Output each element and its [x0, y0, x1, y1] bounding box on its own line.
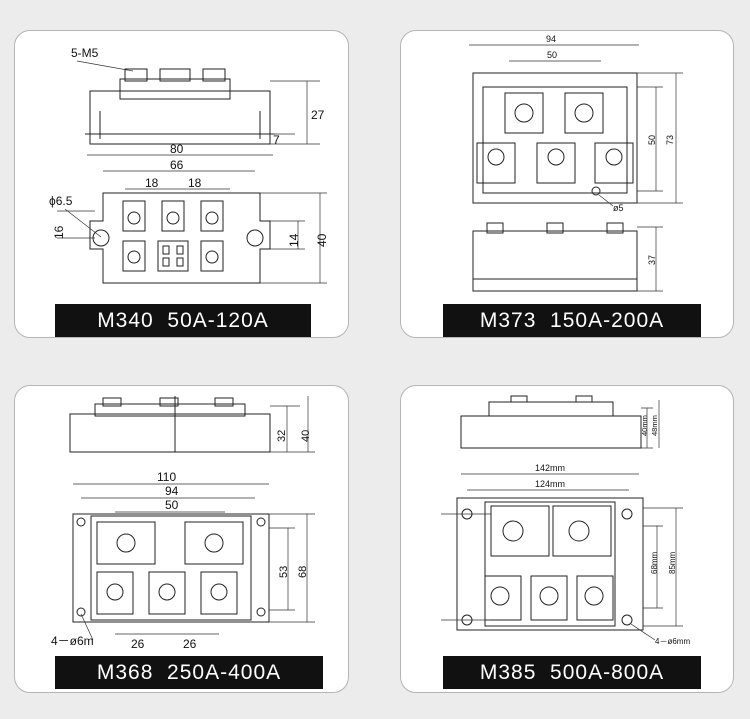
top-view-m368 — [72, 513, 270, 623]
model-label-m373: M373 150A-200A — [443, 304, 701, 337]
panel-m373: 94 50 50 73 ø5 37 M373 150A-200A — [400, 30, 734, 338]
panel-m385: 40mm 48mm 142mm 124mm 68mm 85mm 4－ø6mm M… — [400, 385, 734, 693]
label-h-outer: 40 — [315, 233, 329, 247]
label-pitch-b: 18 — [188, 176, 202, 190]
label-pitch-a: 26 — [131, 637, 145, 651]
label-w-total: 142mm — [535, 463, 565, 473]
model-label-m385: M385 500A-800A — [443, 656, 701, 689]
label-h-outer: 68 — [297, 566, 309, 578]
label-hole: ϕ6.5 — [49, 194, 73, 208]
label-w-holes: 124mm — [535, 479, 565, 489]
label-h-inner: 14 — [287, 233, 301, 247]
side-view-m385 — [460, 395, 642, 449]
top-view-m373 — [472, 72, 638, 204]
label-holes: 4－ø6m — [51, 634, 94, 648]
label-pitch-a: 18 — [145, 176, 159, 190]
label-w-inner: 50 — [547, 50, 557, 60]
label-screw: 5-M5 — [71, 46, 99, 60]
label-height: 37 — [647, 255, 657, 265]
label-h-body: 32 — [276, 430, 288, 442]
panel-m340: 5-M5 27 7 80 66 18 18 ϕ6.5 — [14, 30, 349, 338]
label-holes: 4－ø6mm — [655, 637, 690, 646]
label-w-holes: 66 — [170, 158, 184, 172]
label-offset: 16 — [52, 225, 66, 239]
label-h-base: 7 — [273, 133, 280, 147]
label-pitch-b: 26 — [183, 637, 197, 651]
drawing-m385: 40mm 48mm 142mm 124mm 68mm 85mm 4－ø6mm — [441, 395, 690, 646]
label-w-holes: 94 — [165, 484, 179, 498]
label-h-inner: 68mm — [650, 551, 659, 574]
label-h-total: 40 — [300, 430, 312, 442]
model-label-m340: M340 50A-120A — [55, 304, 311, 337]
label-h-outer: 85mm — [668, 551, 677, 574]
label-w-total: 94 — [546, 34, 556, 44]
side-view-m368 — [69, 396, 271, 453]
drawing-m368: 32 40 110 94 50 53 68 4－ø6m 26 26 — [51, 396, 315, 651]
label-h-inner: 53 — [278, 566, 290, 578]
label-h-total: 48mm — [650, 415, 659, 436]
label-w-total: 110 — [157, 470, 176, 484]
side-view-m340: 5-M5 27 7 — [71, 46, 325, 147]
top-view-m385 — [441, 497, 644, 631]
label-hole: ø5 — [613, 203, 624, 213]
model-label-m368: M368 250A-400A — [55, 656, 323, 689]
label-h-body: 40mm — [640, 415, 649, 436]
drawing-m373: 94 50 50 73 ø5 37 — [469, 34, 683, 292]
drawing-m340: 5-M5 27 7 80 66 18 18 ϕ6.5 — [49, 46, 329, 284]
label-w-total: 80 — [170, 142, 184, 156]
side-view-m373 — [472, 222, 638, 292]
label-w-inner: 50 — [165, 498, 179, 512]
label-h-inner: 50 — [647, 135, 657, 145]
top-view-m340 — [89, 192, 271, 284]
panel-m368: 32 40 110 94 50 53 68 4－ø6m 26 26 M3 — [14, 385, 349, 693]
label-h-total: 73 — [665, 135, 675, 145]
label-h-total: 27 — [311, 108, 325, 122]
